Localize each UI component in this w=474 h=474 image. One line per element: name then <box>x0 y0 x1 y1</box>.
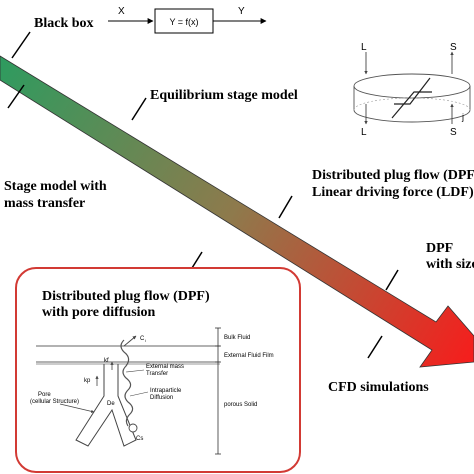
ci-label: C <box>140 336 145 342</box>
solute-particle <box>128 423 138 433</box>
bulk-fluid-label: Bulk Fluid <box>224 335 250 341</box>
tick-equilibrium <box>131 97 147 121</box>
function-box <box>154 8 214 34</box>
model-hierarchy-arrow <box>0 55 474 368</box>
dpf-ldf-label-2: Linear driving force (LDF) <box>312 185 474 200</box>
porous-solid-label: porous Solid <box>224 402 257 408</box>
black-box-input: X <box>118 6 125 17</box>
tick-dpf-ldf <box>278 195 293 219</box>
stage-cylinder-sketch <box>353 51 471 125</box>
kf-label: kf <box>104 358 109 364</box>
black-box-label: Black box <box>34 16 94 31</box>
diffusion-path <box>120 339 134 427</box>
equilibrium-stage-label: Equilibrium stage model <box>150 88 298 103</box>
tick-black-box <box>11 31 31 59</box>
pore-pointer <box>59 403 95 413</box>
sketch-bottom-right: S <box>450 127 457 138</box>
stage-mass-label-1: Stage model with <box>4 179 107 194</box>
sketch-bottom-left: L <box>361 127 367 138</box>
layer-scale <box>215 327 221 455</box>
pore-label: Pore <box>38 392 51 398</box>
dpf-size-label-1: DPF <box>426 241 453 256</box>
sketch-stage-index: j <box>461 112 464 122</box>
dpf-size-label-2: with size <box>426 257 474 272</box>
tick-stage-mass <box>7 84 25 109</box>
tick-dpf-size <box>385 269 399 291</box>
pore-diffusion-box <box>15 267 301 473</box>
function-label: Y = f(x) <box>169 17 198 27</box>
external-mass-label: External mass <box>146 364 184 370</box>
ci-arrow <box>123 335 137 347</box>
pore-structure <box>75 364 137 447</box>
de-label: De <box>107 401 115 407</box>
ci-subscript: i <box>145 338 146 343</box>
transfer-label: Transfer <box>146 371 168 377</box>
intraparticle-label: Intraparticle <box>150 388 182 394</box>
cs-label: Cs <box>136 436 143 442</box>
cellular-label: (cellular Structure) <box>30 399 79 405</box>
sketch-top-right: S <box>450 42 457 53</box>
black-box-output: Y <box>238 6 245 17</box>
transfer-pointer <box>125 369 145 373</box>
pore-box-title-2: with pore diffusion <box>42 305 156 320</box>
pore-box-title-1: Distributed plug flow (DPF) <box>42 289 210 304</box>
sketch-top-left: L <box>361 42 367 53</box>
dpf-ldf-label-1: Distributed plug flow (DPF) <box>312 168 474 183</box>
cfd-label: CFD simulations <box>328 380 429 395</box>
kp-label: kp <box>84 378 91 384</box>
external-film-label: External Fluid Film <box>224 353 274 359</box>
stage-mass-label-2: mass transfer <box>4 196 85 211</box>
tick-cfd <box>367 335 383 359</box>
diffusion-pointer <box>129 391 149 397</box>
diffusion-label: Diffusion <box>150 395 173 401</box>
